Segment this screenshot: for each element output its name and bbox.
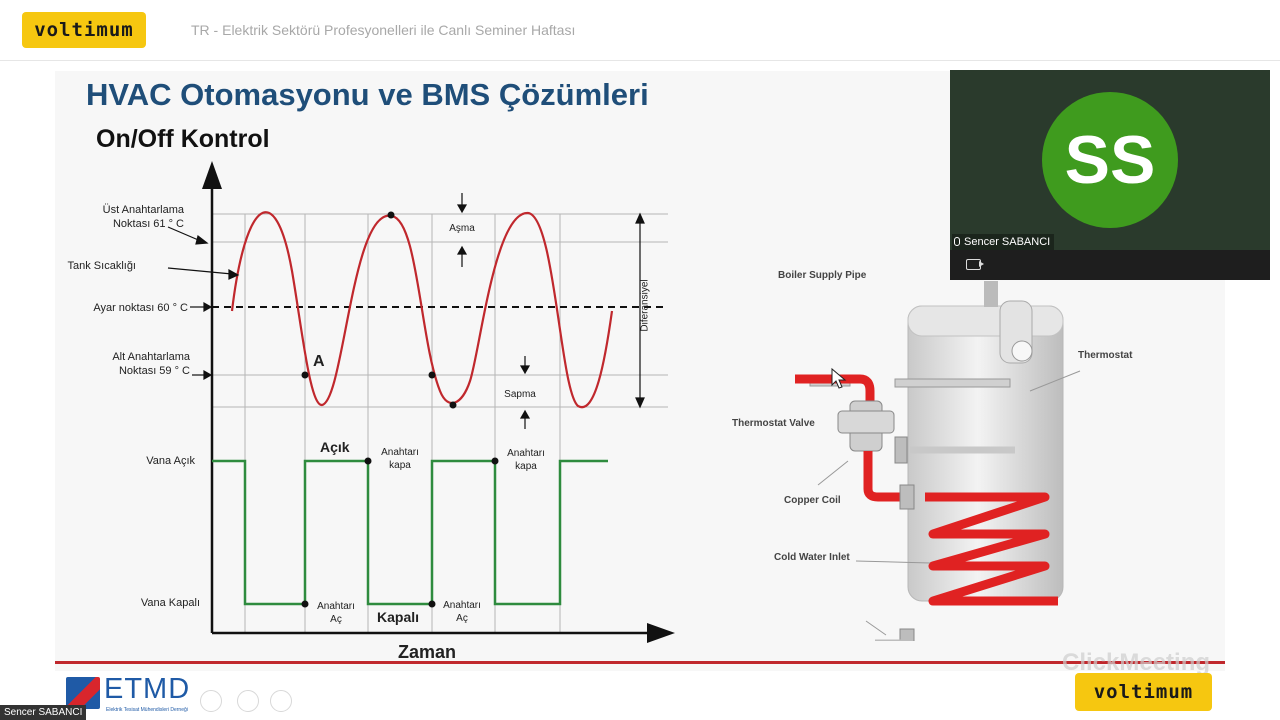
deviation-label: Sapma (504, 389, 536, 400)
thermostat-gauge (1011, 340, 1033, 362)
etmd-logo-text: ETMD (104, 673, 191, 705)
boiler-supply-pipe-label: Boiler Supply Pipe (778, 270, 867, 281)
microphone-icon (954, 237, 960, 246)
slide-divider-line (55, 661, 1225, 664)
slide-subtitle: On/Off Kontrol (96, 125, 270, 153)
participant-name-tag: Sencer SABANCI (952, 234, 1055, 250)
state-closed-label: Kapalı (377, 609, 420, 625)
fullscreen-icon[interactable] (270, 690, 292, 712)
participant-name: Sencer SABANCI (964, 236, 1051, 248)
thermostat-rod (894, 378, 1011, 388)
valve-to-coil-pipe (863, 451, 905, 502)
etmd-flag-icon (66, 677, 100, 709)
etmd-logo: ETMD Elektrik Tesisat Mühendisleri Derne… (66, 673, 201, 713)
participant-avatar: SS (1042, 92, 1178, 228)
cold-water-inlet-fitting (875, 628, 915, 641)
label-valve-closed: Vana Kapalı (140, 597, 200, 609)
switch-open-label-1: Anahtarı Aç (317, 601, 355, 625)
state-open-label: Açık (320, 439, 350, 455)
label-tank-temperature: Tank Sıcaklığı (67, 260, 136, 272)
switch-open-label-2: Anahtarı Aç (443, 600, 481, 624)
voltimum-logo-bottom: voltimum (1075, 673, 1212, 711)
thermostat-valve-label: Thermostat Valve (732, 418, 815, 429)
slide-title: HVAC Otomasyonu ve BMS Çözümleri (86, 77, 649, 112)
differential-label: Diferansiyel (639, 279, 651, 332)
graph-points (301, 211, 499, 608)
tank-temperature-curve (230, 211, 614, 409)
diagram-leader-lines (817, 370, 1081, 636)
switch-close-label-2: Anahtarı kapa (507, 448, 545, 472)
graph-grid (212, 213, 668, 633)
top-bar: voltimum TR - Elektrik Sektörü Profesyon… (0, 0, 1280, 61)
x-axis-label: Zaman (398, 642, 457, 662)
on-off-control-graph (167, 161, 675, 643)
bottom-participant-label: Sencer SABANCI (0, 705, 87, 720)
copper-coil (925, 492, 1058, 606)
camera-icon[interactable] (966, 259, 984, 270)
zoom-icon[interactable] (200, 690, 222, 712)
copper-coil-label: Copper Coil (784, 495, 841, 506)
boiler-supply-pipe (795, 374, 875, 406)
voltimum-logo: voltimum (22, 12, 146, 48)
participant-video-tile[interactable]: SS Sencer SABANCI (950, 70, 1270, 280)
label-valve-open: Vana Açık (146, 455, 195, 467)
label-setpoint: Ayar noktası 60 ° C (93, 302, 188, 314)
graph-arrows (167, 193, 645, 429)
overshoot-label: Aşma (449, 223, 475, 234)
thermostat-label: Thermostat (1078, 350, 1133, 361)
label-lower-switch-point: Alt Anahtarlama Noktası 59 ° C (112, 351, 190, 377)
point-a-label: A (313, 353, 325, 370)
switch-close-label-1: Anahtarı kapa (381, 447, 419, 471)
clickmeeting-watermark: ClickMeeting (1062, 649, 1211, 676)
valve-state-line (212, 459, 608, 606)
cold-water-inlet-label: Cold Water Inlet (774, 552, 850, 563)
settings-icon[interactable] (237, 690, 259, 712)
thermostat-valve (837, 400, 1015, 464)
mouse-cursor-icon (831, 367, 847, 389)
water-heater-diagram (795, 281, 1081, 641)
label-upper-switch-point: Üst Anahtarlama Noktası 61 ° C (102, 204, 184, 230)
video-control-bar (950, 250, 1270, 280)
event-title: TR - Elektrik Sektörü Profesyonelleri il… (191, 22, 576, 38)
etmd-logo-subtitle: Elektrik Tesisat Mühendisleri Derneği (106, 707, 188, 713)
graph-axes (202, 161, 675, 643)
